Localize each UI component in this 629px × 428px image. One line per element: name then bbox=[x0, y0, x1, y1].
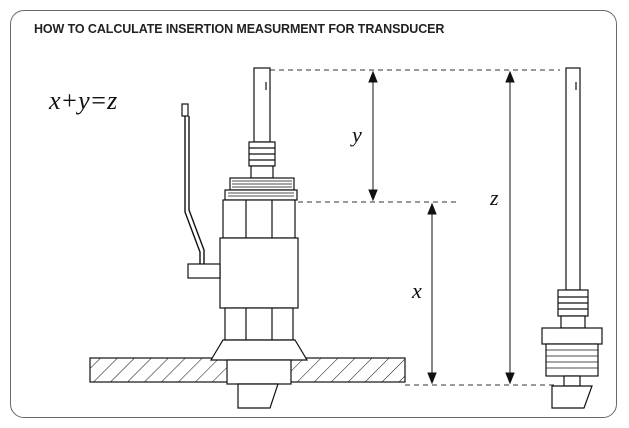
diagram-title: HOW TO CALCULATE INSERTION MEASURMENT FO… bbox=[34, 22, 445, 36]
label-x: x bbox=[411, 278, 422, 303]
label-z: z bbox=[489, 185, 499, 210]
dimension-z bbox=[505, 70, 515, 385]
dimension-y bbox=[368, 70, 378, 202]
label-y: y bbox=[350, 122, 362, 147]
standalone-transducer bbox=[541, 67, 603, 409]
reference-lines bbox=[270, 69, 560, 386]
installed-transducer bbox=[181, 67, 309, 409]
diagram-frame bbox=[10, 10, 617, 418]
formula-text: x+y=z bbox=[49, 86, 118, 115]
dimension-x bbox=[427, 202, 437, 385]
